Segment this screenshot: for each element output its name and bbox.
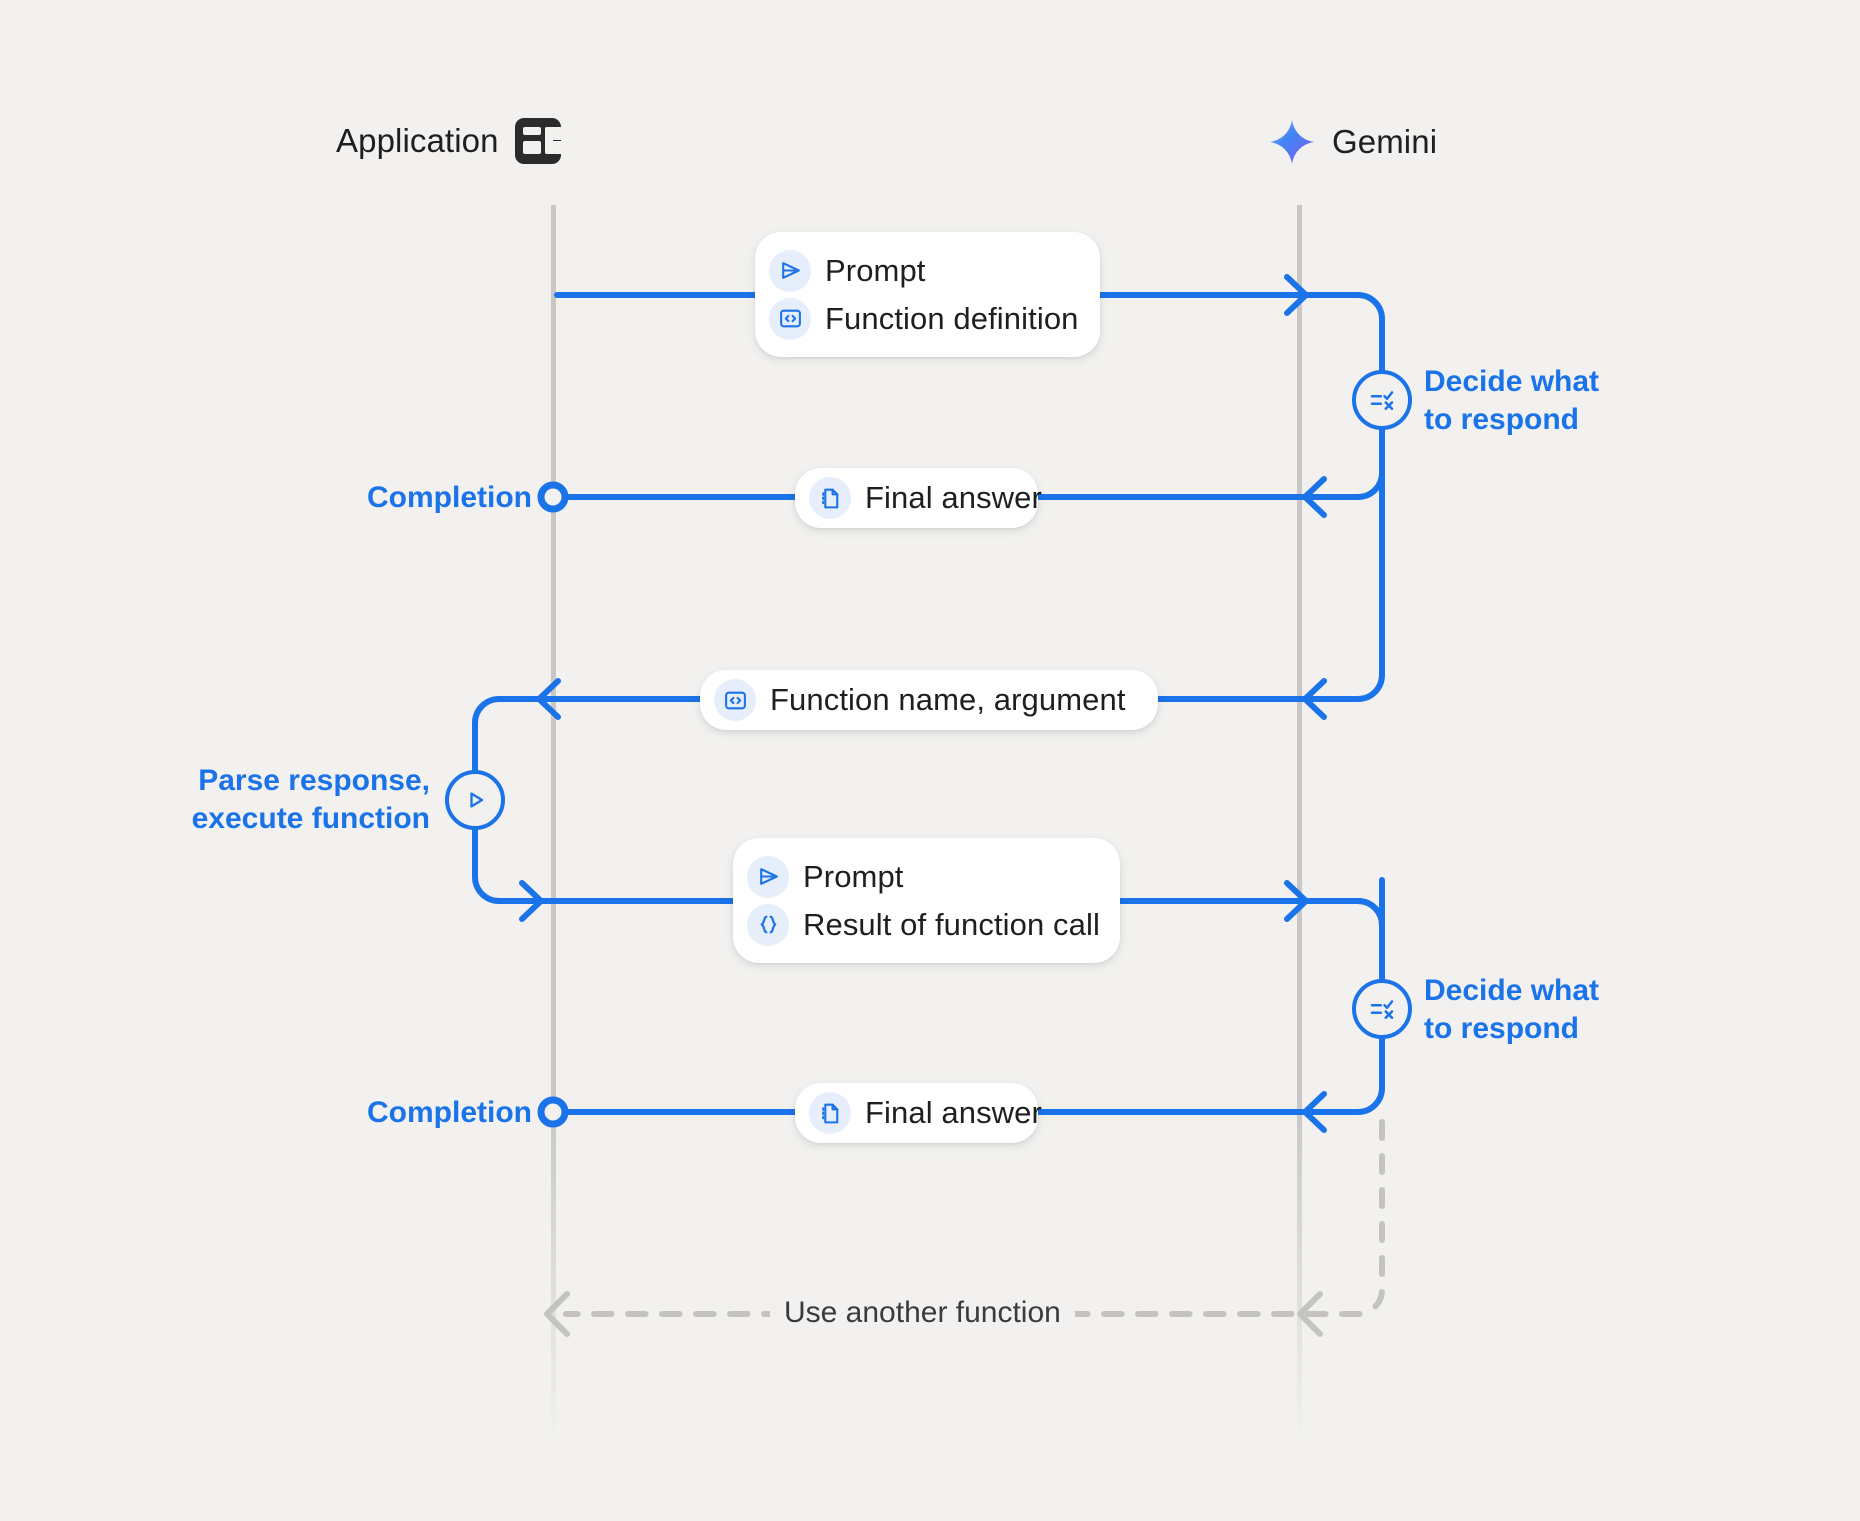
- card-row-final-answer-2: Final answer: [809, 1092, 1042, 1134]
- annotation-decide-2-line1: Decide what: [1424, 974, 1600, 1007]
- annotation-completion-2: Completion: [367, 1096, 532, 1129]
- card-label-final-answer-2: Final answer: [865, 1095, 1042, 1130]
- annotation-decide-1-line1: Decide what: [1424, 365, 1600, 398]
- card-row-function-definition: Function definition: [769, 297, 1078, 340]
- application-layout-icon: [514, 118, 561, 164]
- annotation-completion-1: Completion: [367, 481, 532, 514]
- annotation-parse-execute: Parse response, execute function: [150, 762, 430, 838]
- curly-braces-icon: [747, 903, 789, 946]
- process-node-decide-1[interactable]: [1352, 370, 1412, 430]
- message-card-prompt-result-of-function-call[interactable]: Prompt Result of function call: [733, 838, 1120, 963]
- process-node-decide-2[interactable]: [1352, 979, 1412, 1039]
- annotation-decide-2-line2: to respond: [1424, 1012, 1579, 1046]
- loop-arrowhead-left: [544, 1291, 570, 1337]
- document-icon: [809, 477, 851, 519]
- lane-title-gemini: Gemini: [1332, 123, 1438, 160]
- loop-use-another-function: [563, 1119, 1385, 1317]
- card-row-function-name-argument: Function name, argument: [714, 679, 1130, 721]
- completion-marker-1: [537, 481, 569, 513]
- code-brackets-icon: [769, 297, 811, 340]
- lane-header-application: Application: [336, 118, 561, 164]
- message-card-final-answer-1[interactable]: Final answer: [795, 468, 1042, 528]
- gemini-sparkle-icon: [1268, 118, 1316, 166]
- card-label-function-definition: Function definition: [825, 300, 1079, 336]
- send-prompt-icon: [769, 249, 811, 292]
- code-brackets-icon: [714, 679, 756, 721]
- card-label-prompt-2: Prompt: [803, 858, 904, 894]
- card-row-final-answer-1: Final answer: [809, 477, 1042, 519]
- annotation-parse-line1: Parse response,: [198, 764, 430, 797]
- card-label-final-answer-1: Final answer: [865, 480, 1042, 515]
- annotation-decide-1-line2: to respond: [1424, 403, 1579, 437]
- gemini-decide-path-1-branch: [1302, 427, 1385, 720]
- send-prompt-icon: [747, 855, 789, 898]
- message-card-function-name-argument[interactable]: Function name, argument: [700, 670, 1158, 730]
- annotation-decide-1: Decide what to respond: [1424, 363, 1599, 439]
- card-row-result-of-function-call: Result of function call: [747, 903, 1100, 946]
- annotation-decide-2: Decide what to respond: [1424, 972, 1599, 1048]
- lifeline-application: [551, 205, 556, 1445]
- message-card-prompt-function-definition[interactable]: Prompt Function definition: [755, 232, 1100, 357]
- completion-marker-2: [537, 1096, 569, 1128]
- loop-label-use-another-function: Use another function: [770, 1296, 1075, 1330]
- lane-header-gemini: Gemini: [1268, 118, 1437, 166]
- card-label-prompt: Prompt: [825, 252, 926, 288]
- message-card-final-answer-2[interactable]: Final answer: [795, 1083, 1042, 1143]
- lifeline-gemini: [1297, 205, 1302, 1445]
- process-node-execute[interactable]: [445, 770, 505, 830]
- lane-title-application: Application: [336, 122, 499, 159]
- loop-arrowhead-right: [1297, 1291, 1323, 1337]
- document-icon: [809, 1092, 851, 1134]
- card-row-prompt: Prompt: [769, 249, 1072, 292]
- annotation-parse-line2: execute function: [191, 802, 430, 836]
- card-label-result-of-function-call: Result of function call: [803, 906, 1100, 942]
- card-label-function-name-argument: Function name, argument: [770, 682, 1126, 717]
- card-row-prompt-2: Prompt: [747, 855, 1092, 898]
